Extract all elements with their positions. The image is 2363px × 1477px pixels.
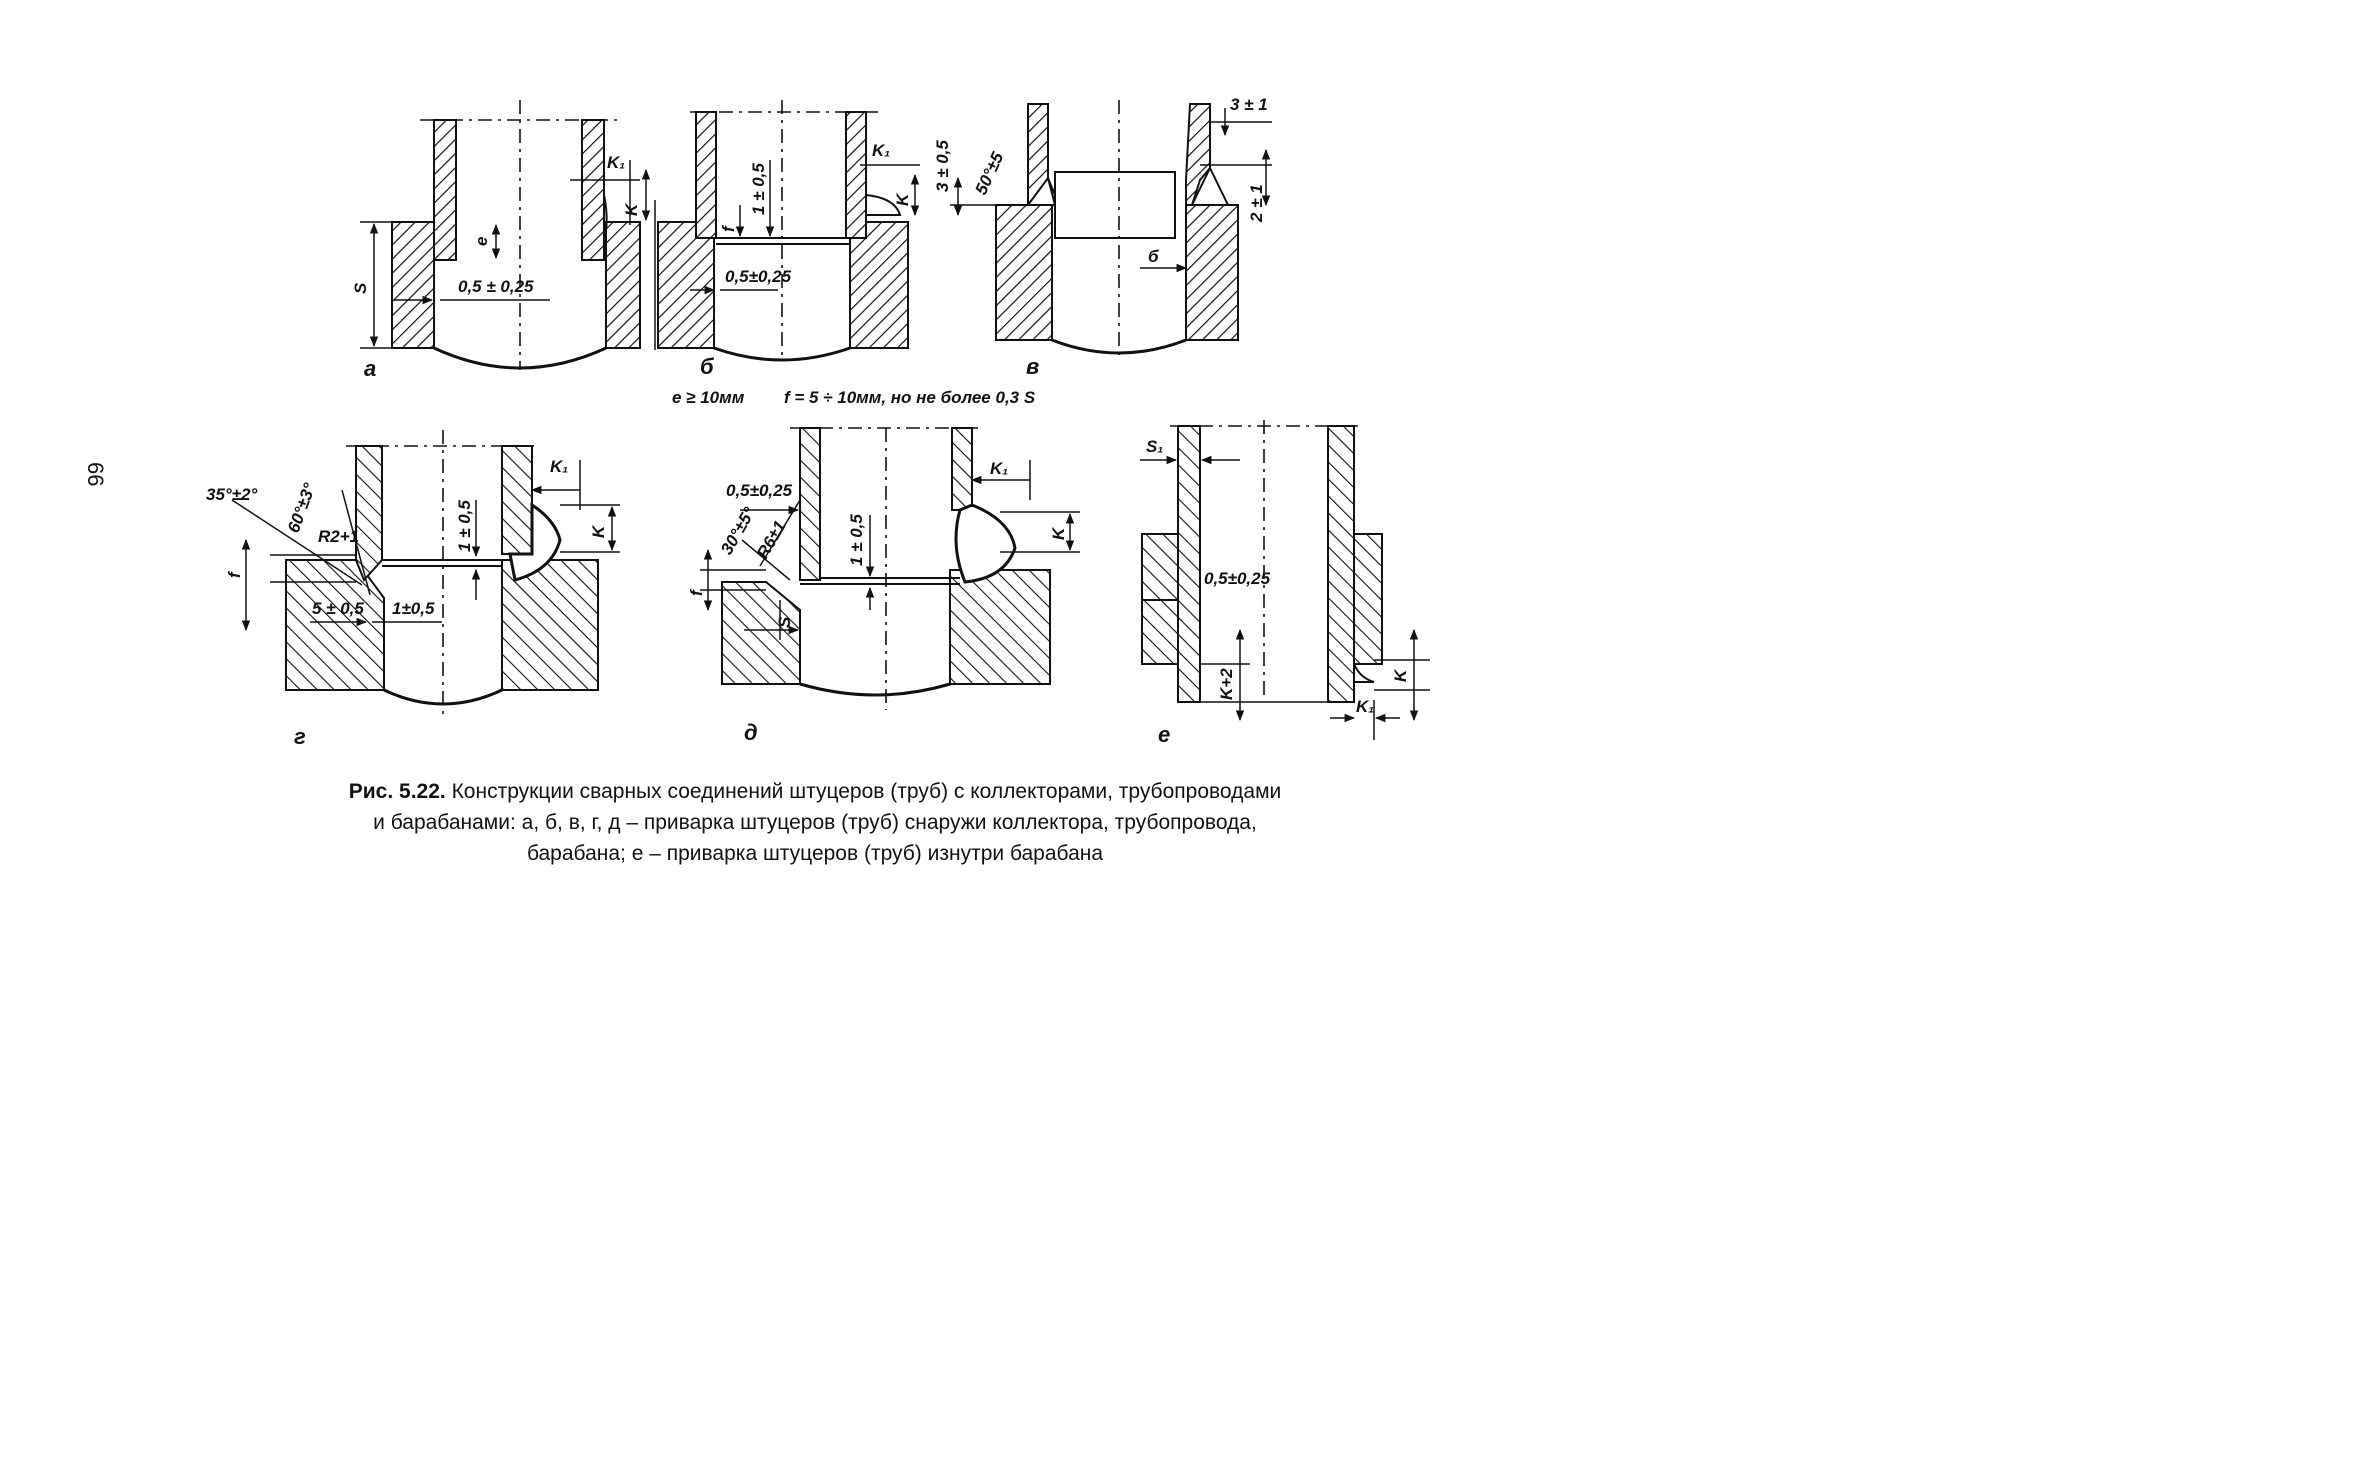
view-b-pipe-left-wall [695, 111, 717, 239]
view-g-gapv-label: 1 ± 0,5 [455, 500, 474, 552]
view-g: 35°±2° 60°±3° R2+1 f 1 ± 0,5 5 ± 0,5 1±0… [206, 430, 620, 749]
view-a-pipe-left-wall [433, 119, 457, 261]
view-g-shell-left [285, 559, 385, 691]
caption-line-1: Конструкции сварных соединений штуцеров … [451, 780, 1282, 803]
view-g-angle1-label: 35°±2° [206, 485, 257, 504]
note-f-rule: f = 5 ÷ 10мм, но не более 0,3 S [784, 388, 1036, 407]
view-e-S1-label: S₁ [1146, 437, 1163, 456]
view-g-pipe-right [501, 445, 533, 555]
figure-number: Рис. 5.22. [348, 780, 446, 803]
view-g-radius-label: R2+1 [318, 527, 359, 546]
view-d-f-label: f [687, 588, 706, 596]
view-b-gapv-label: 1 ± 0,5 [749, 163, 768, 215]
view-a: S e 0,5 ± 0,25 K₁ K а [351, 100, 651, 381]
figure-caption: Рис. 5.22. Конструкции сварных соединени… [200, 776, 1430, 869]
view-a-shell-left [391, 221, 435, 349]
caption-line-3: барабана; е – приварка штуцеров (труб) и… [526, 842, 1104, 865]
view-e-pipe-left [1177, 425, 1201, 703]
view-b-shell-right [849, 221, 909, 349]
view-v-pipe-right [1185, 103, 1211, 206]
note-e-rule: e ≥ 10мм [672, 388, 745, 407]
view-b-f-label: f [719, 224, 738, 232]
view-a-K1-label: K₁ [607, 153, 625, 172]
view-g-land-label: 5 ± 0,5 [312, 599, 364, 618]
view-v-side-label: 2 ± 1 [1247, 184, 1266, 223]
caption-line-2: и барабанами: а, б, в, г, д – приварка ш… [373, 811, 1257, 834]
view-v-angle-label: 50°±5 [971, 149, 1007, 198]
view-e: S₁ 0,5±0,25 K+2 K K₁ е [1140, 420, 1430, 747]
view-b-pipe-right-wall [845, 111, 867, 239]
view-b-gap-label: 0,5±0,25 [725, 267, 792, 286]
view-d: 0,5±0,25 30°±5° R6±1 f 1 ± 0,5 S K₁ K д [687, 427, 1080, 745]
view-e-gap-label: 0,5±0,25 [1204, 569, 1271, 588]
view-b-shell-left [657, 221, 715, 349]
view-d-pipe-left [799, 427, 821, 581]
view-g-f-label: f [225, 570, 244, 578]
view-b-bore-arc [713, 346, 851, 362]
view-d-letter: д [744, 720, 758, 745]
view-v-shell-left [995, 204, 1053, 341]
view-v-letter: в [1026, 354, 1039, 379]
weld-joints-drawing: S e 0,5 ± 0,25 K₁ K а f 1 ± 0,5 0,5±0,25… [206, 95, 1430, 749]
view-b-K-label: K [893, 192, 912, 206]
view-v-depth-label: 3 ± 0,5 [933, 140, 952, 192]
view-d-S-label: S [775, 616, 794, 628]
view-v: 3 ± 1 3 ± 0,5 50°±5 2 ± 1 б в [933, 95, 1272, 379]
view-d-radius-label: R6±1 [753, 517, 790, 562]
view-a-gap-label: 0,5 ± 0,25 [458, 277, 534, 296]
view-a-shell-right [605, 221, 641, 349]
view-b-letter: б [700, 354, 715, 379]
view-v-b-label: б [1148, 247, 1159, 266]
view-g-gaph-label: 1±0,5 [392, 599, 435, 618]
view-d-gapv-label: 1 ± 0,5 [847, 514, 866, 566]
view-d-gap-label: 0,5±0,25 [726, 481, 793, 500]
view-g-letter: г [294, 724, 306, 749]
view-a-K-label: K [622, 202, 641, 216]
view-g-shell-right [501, 559, 599, 691]
view-d-K1-label: K₁ [990, 459, 1008, 478]
view-e-shell-right [1353, 533, 1383, 665]
view-a-dim-S: S [351, 282, 370, 294]
view-e-pipe-right [1327, 425, 1355, 703]
view-d-K-label: K [1049, 526, 1068, 540]
view-e-K1-label: K₁ [1356, 697, 1374, 716]
view-e-K-label: K [1391, 668, 1410, 682]
view-d-shell-right [949, 569, 1051, 685]
view-a-letter: а [364, 356, 376, 381]
view-b-K1-label: K₁ [872, 141, 890, 160]
view-v-top-label: 3 ± 1 [1230, 95, 1268, 114]
view-g-K-label: K [589, 524, 608, 538]
view-g-angle2-label: 60°±3° [284, 480, 319, 535]
view-g-K1-label: K₁ [550, 457, 568, 476]
view-a-pipe-right-wall [581, 119, 605, 261]
view-v-shell-right [1185, 204, 1239, 341]
view-e-K2-label: K+2 [1217, 668, 1236, 700]
view-e-letter: е [1158, 722, 1170, 747]
view-d-bore-arc [799, 682, 951, 697]
view-d-shell-left [721, 581, 801, 685]
view-a-dim-e: e [472, 237, 491, 246]
view-b: f 1 ± 0,5 0,5±0,25 K₁ K б [654, 100, 920, 379]
view-d-pipe-right [951, 427, 973, 511]
